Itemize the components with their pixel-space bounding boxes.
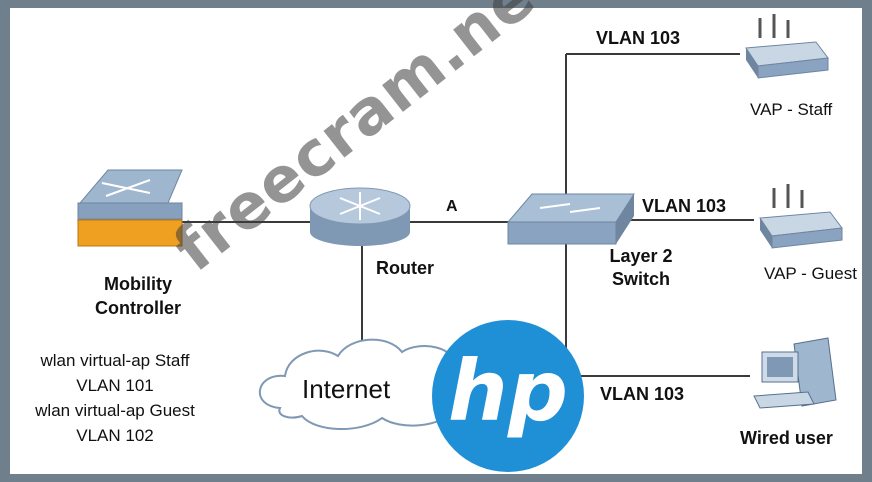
mobility-controller-label-line1: Mobility <box>104 274 172 294</box>
config-line-staff-ap: wlan virtual-ap Staff <box>40 351 190 370</box>
network-diagram: hp <box>76 14 843 472</box>
router-icon <box>309 187 411 246</box>
vlan-staff-label: VLAN 103 <box>596 28 681 48</box>
links <box>182 53 754 377</box>
internet-label: Internet <box>302 374 391 404</box>
vap-staff-icon <box>745 14 829 79</box>
mobility-controller-label: Mobility Controller <box>68 274 208 319</box>
config-line-staff-vlan: VLAN 101 <box>76 376 154 395</box>
vap-guest-icon <box>759 184 843 249</box>
switch-label-line1: Layer 2 <box>609 246 673 266</box>
mobility-controller-label-line2: Controller <box>94 298 181 318</box>
vlan-guest-label: VLAN 103 <box>642 196 727 216</box>
hp-logo: hp <box>432 320 584 472</box>
config-line-guest-ap: wlan virtual-ap Guest <box>35 401 195 420</box>
mobility-controller-icon <box>76 169 184 247</box>
vlan-wired-label: VLAN 103 <box>600 384 685 404</box>
switch-label: Layer 2 Switch <box>596 246 686 290</box>
config-line-guest-vlan: VLAN 102 <box>76 426 154 445</box>
vap-guest-label: VAP - Guest <box>764 264 857 283</box>
diagram-canvas: hp Mobility Controller Router A Layer 2 … <box>10 0 862 474</box>
link-marker-a: A <box>446 198 458 215</box>
controller-config: wlan virtual-ap Staff VLAN 101 wlan virt… <box>10 348 220 448</box>
switch-label-line2: Switch <box>611 269 670 289</box>
vap-staff-label: VAP - Staff <box>750 100 833 119</box>
router-label: Router <box>376 258 434 278</box>
wired-user-label: Wired user <box>740 428 833 448</box>
hp-logo-text: hp <box>448 342 568 440</box>
switch-icon <box>506 193 635 245</box>
wired-user-computer-icon <box>753 337 837 409</box>
